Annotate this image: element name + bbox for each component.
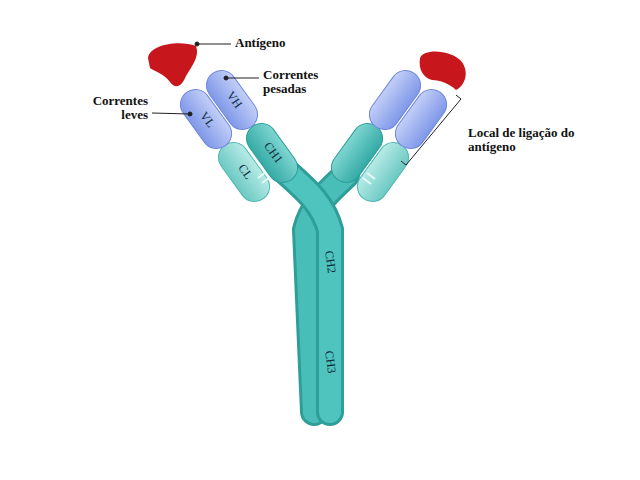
callout-label: Local de ligação do antígeno [468,126,588,155]
callout-label: Correntes leves [68,94,148,123]
domain-label: CH3 [322,350,338,374]
callout-label: Correntes pesadas [263,68,343,97]
antigen-shape [148,43,197,86]
right-arm [325,64,452,207]
domain-label: CH2 [322,250,338,274]
bracket [401,95,461,165]
antigen-shape [420,52,466,90]
leader-line [152,42,259,116]
callout-label: Antígeno [235,36,325,50]
heavy-chain-stem [282,168,346,412]
